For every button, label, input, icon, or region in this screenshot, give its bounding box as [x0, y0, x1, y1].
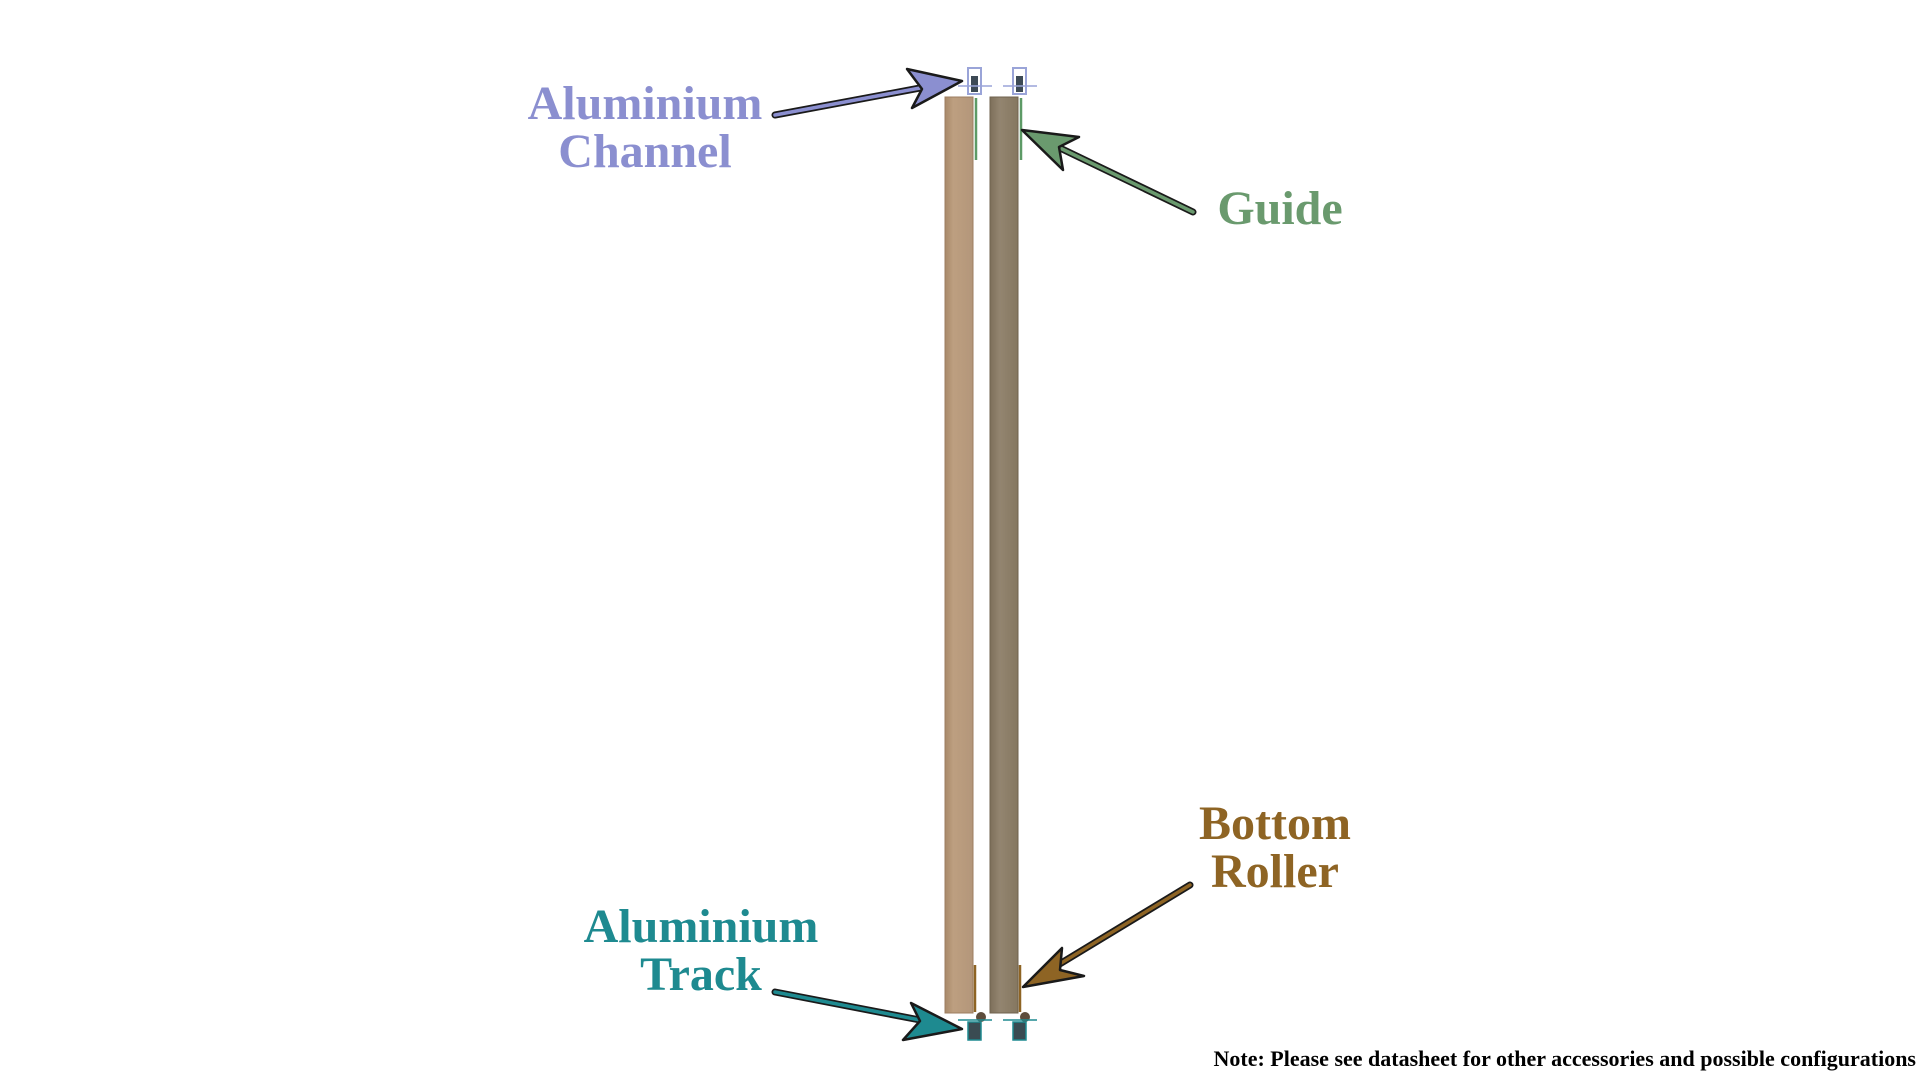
arrow-roller [1021, 881, 1194, 989]
label-aluminium-channel-line1: Aluminium [527, 77, 763, 130]
label-aluminium-channel: Aluminium Channel [500, 80, 790, 176]
label-aluminium-track-line2: Track [640, 948, 762, 1001]
door-panel-front [944, 96, 974, 1014]
arrow-guide [1020, 128, 1197, 216]
label-bottom-roller-line2: Roller [1211, 845, 1339, 898]
top-aluminium-channel [958, 67, 1037, 95]
label-bottom-roller: Bottom Roller [1180, 800, 1370, 896]
door-panel-back [989, 96, 1019, 1014]
guide [974, 98, 1023, 160]
label-guide-line1: Guide [1217, 182, 1343, 235]
arrow-channel [771, 67, 964, 119]
bottom-aluminium-track [958, 1019, 1037, 1041]
label-aluminium-track: Aluminium Track [570, 903, 832, 999]
footnote: Note: Please see datasheet for other acc… [1213, 1046, 1917, 1071]
label-bottom-roller-line1: Bottom [1199, 797, 1351, 850]
label-aluminium-channel-line2: Channel [558, 125, 732, 178]
label-guide: Guide [1200, 185, 1360, 233]
arrow-track [771, 988, 964, 1042]
label-aluminium-track-line1: Aluminium [583, 900, 819, 953]
